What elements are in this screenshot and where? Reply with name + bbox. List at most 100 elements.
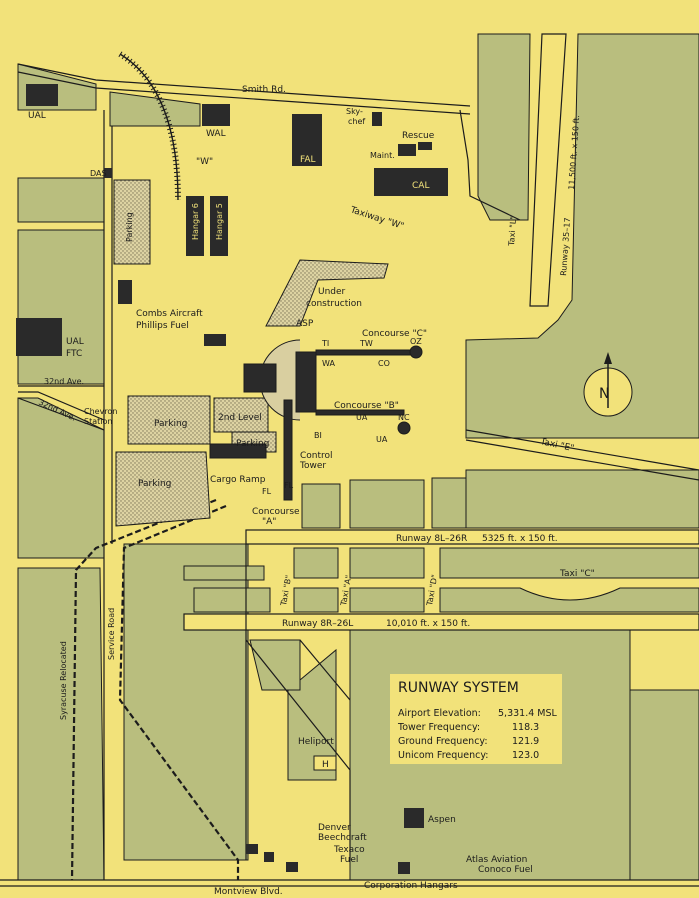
combs-label-1: Combs Aircraft xyxy=(136,309,203,319)
co-label: CO xyxy=(378,359,390,368)
asp-label: ASP xyxy=(296,319,314,329)
runways xyxy=(183,33,699,631)
chevron-label-1: Chevron xyxy=(84,407,117,416)
concourse-b-label: Concourse "B" xyxy=(334,401,399,411)
cargo-ramp-label: Cargo Ramp xyxy=(210,475,266,485)
chef-label: chef xyxy=(348,117,365,126)
taxiways-diag xyxy=(245,429,699,860)
legend-row-label-3: Unicom Frequency: xyxy=(398,750,489,761)
terminal xyxy=(209,339,423,501)
32nd-ave-left-label: 32nd Ave. xyxy=(44,377,84,386)
montview-label: Montview Blvd. xyxy=(214,887,283,897)
tw-label: TW xyxy=(359,339,373,348)
fal-building xyxy=(292,114,322,166)
parking-north[interactable] xyxy=(113,179,151,265)
green-area-east-2 xyxy=(465,33,699,439)
concourse-a-label-2: "A" xyxy=(262,517,276,527)
rescue-label: Rescue xyxy=(402,131,435,141)
parking-south[interactable] xyxy=(115,451,211,527)
hangar-6 xyxy=(186,196,204,256)
runway-8r-dim-label: 10,010 ft. x 150 ft. xyxy=(386,619,470,629)
heliport-pad xyxy=(313,755,337,771)
corp-hangar-3 xyxy=(286,862,298,872)
runway-35-17-label: Runway 35–17 xyxy=(559,217,572,276)
north-arrow: N xyxy=(583,352,633,417)
fal-label: FAL xyxy=(300,155,316,165)
ual-label: UAL xyxy=(28,111,46,121)
runway-35-17[interactable] xyxy=(529,33,567,307)
roads xyxy=(0,63,699,887)
denver-label: Denver xyxy=(318,823,351,833)
runway-8r-26l[interactable] xyxy=(183,613,699,631)
wa-label: WA xyxy=(322,359,335,368)
parking-mid-label: Parking xyxy=(154,419,187,429)
heliport-label: Heliport xyxy=(298,737,334,747)
ual-ftc-building xyxy=(16,318,62,356)
corp-hangars-label: Corporation Hangars xyxy=(364,881,458,891)
skychef-building xyxy=(372,112,382,126)
legend-row-value-1: 118.3 xyxy=(512,722,539,733)
legend-row-value-2: 121.9 xyxy=(512,736,539,747)
nc-label: NC xyxy=(398,413,410,422)
under-label-2: construction xyxy=(306,299,362,309)
legend-row-value-3: 123.0 xyxy=(512,750,539,761)
green-area-mid-2 xyxy=(349,479,425,529)
legend-row-label-2: Ground Frequency: xyxy=(398,736,488,747)
legend-row-label-0: Airport Elevation: xyxy=(398,708,481,719)
green-area-sw xyxy=(17,567,105,881)
parking-lots xyxy=(113,179,389,527)
legend-title: RUNWAY SYSTEM xyxy=(398,680,519,696)
hangar-5-label: Hangar 5 xyxy=(215,203,224,240)
under-label-1: Under xyxy=(318,287,346,297)
cal-label: CAL xyxy=(412,181,429,191)
hangar-5 xyxy=(210,196,228,256)
green-area-west-1 xyxy=(17,177,105,223)
north-label: N xyxy=(599,386,609,402)
legend-row-value-0: 5,331.4 MSL xyxy=(498,708,558,719)
chevron-label-2: Station xyxy=(84,417,112,426)
das-building xyxy=(104,168,112,178)
under-construction xyxy=(265,259,389,327)
atlas-label: Atlas Aviation xyxy=(466,855,527,865)
green-area-north-strip xyxy=(109,91,201,127)
green-area-east-big xyxy=(477,33,531,221)
runway-system-legend: RUNWAY SYSTEM Airport Elevation: 5,331.4… xyxy=(390,674,562,764)
maint-label: Maint. xyxy=(370,151,395,160)
combs-label-2: Phillips Fuel xyxy=(136,321,189,331)
corp-hangar-2 xyxy=(264,852,274,862)
bi-label: BI xyxy=(314,431,322,440)
service-road[interactable] xyxy=(118,504,240,880)
hangar-6-label: Hangar 6 xyxy=(191,203,200,240)
corp-hangar-1 xyxy=(246,844,258,854)
dashed-roads xyxy=(70,498,240,881)
ua1-label: UA xyxy=(356,413,368,422)
wal-building xyxy=(202,104,230,126)
green-area-west-2 xyxy=(17,229,105,385)
2nd-level-label: 2nd Level xyxy=(218,413,262,423)
cal-building xyxy=(374,168,448,196)
sky-label: Sky- xyxy=(346,107,363,116)
control-tower-label-2: Tower xyxy=(299,461,326,471)
legend-row-label-1: Tower Frequency: xyxy=(397,722,480,733)
ual-ftc-label-1: UAL xyxy=(66,337,84,347)
runway-8l-26r[interactable] xyxy=(245,529,699,545)
taxi-c-label: Taxi "C" xyxy=(559,569,595,579)
green-area-far-se xyxy=(629,689,699,881)
maint-building xyxy=(398,144,416,156)
heliport-h: H xyxy=(322,760,329,770)
wal-label: WAL xyxy=(206,129,226,139)
ual-building xyxy=(26,84,58,106)
concourse-c-label: Concourse "C" xyxy=(362,329,427,339)
ual-ftc-label-2: FTC xyxy=(66,349,82,359)
taxi-c-area xyxy=(183,547,699,613)
syracuse-road[interactable] xyxy=(70,498,217,881)
das-label: DAS xyxy=(90,169,107,178)
runway-8l-label: Runway 8L–26R xyxy=(396,534,467,544)
atlas-building xyxy=(398,862,410,874)
fl1-label: FL xyxy=(262,487,272,496)
green-area-mid-1 xyxy=(301,483,341,529)
green-area-mid-3 xyxy=(431,477,467,529)
syracuse-label: Syracuse Relocated xyxy=(59,641,68,720)
railroad xyxy=(118,51,181,201)
